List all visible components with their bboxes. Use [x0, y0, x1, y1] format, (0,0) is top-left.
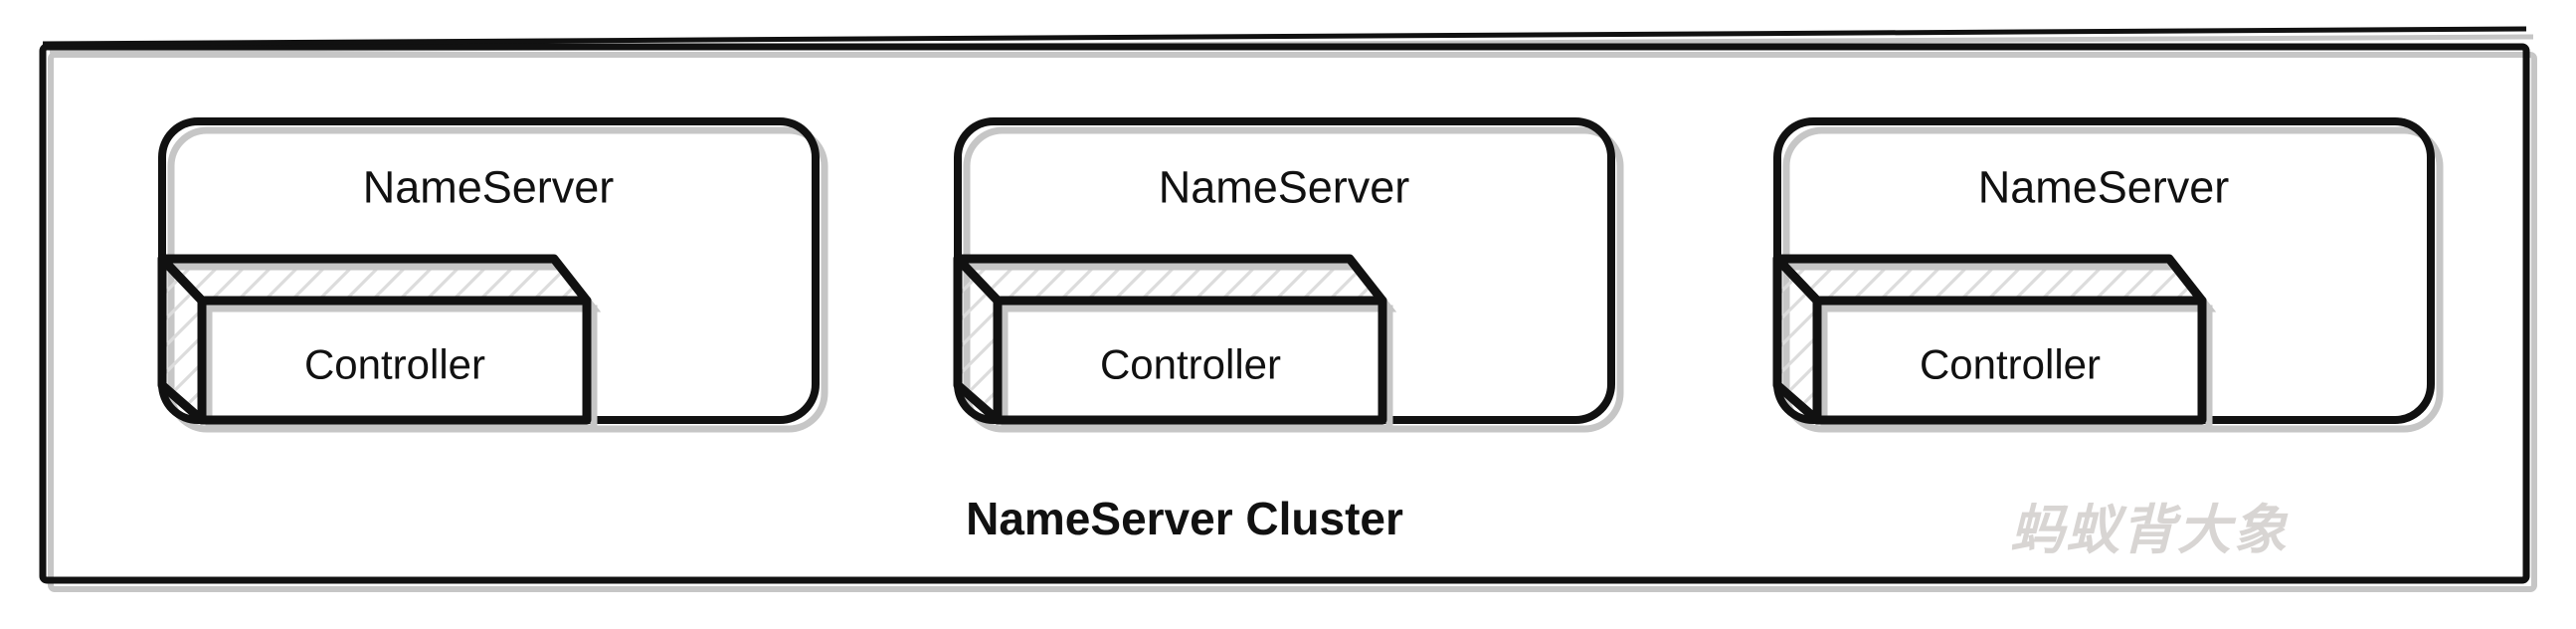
nameserver-label: NameServer [1159, 162, 1410, 213]
cluster-label: NameServer Cluster [966, 493, 1403, 544]
controller-left-face [162, 259, 202, 420]
controller-label: Controller [1100, 341, 1281, 388]
controller-front-outline [993, 296, 1387, 425]
controller-front-face [998, 301, 1382, 420]
controller-label: Controller [304, 341, 485, 388]
nameserver-label: NameServer [1978, 162, 2230, 213]
cluster-top-second-stroke [42, 26, 2527, 47]
controller-front-outline [1812, 296, 2207, 425]
controller-3d-box: Controller [953, 254, 1397, 432]
nameserver-label: NameServer [363, 162, 615, 213]
watermark: 蚂蚁背大象 [2010, 501, 2289, 560]
controller-left-face [1777, 259, 1817, 420]
nameserver-box: NameServer Controller [953, 117, 1624, 433]
cluster-container-shadow [48, 52, 2537, 592]
controller-3d-box: Controller [1772, 254, 2217, 432]
controller-left-face [958, 259, 998, 420]
controller-3d-box: Controller [157, 254, 602, 432]
controller-front-face [202, 301, 587, 420]
nameserver-box: NameServer Controller [157, 117, 828, 433]
nameserver-box: NameServer Controller [1772, 117, 2444, 433]
controller-front-face [1817, 301, 2202, 420]
controller-front-outline [197, 296, 592, 425]
cluster-container-border [39, 43, 2530, 584]
controller-label: Controller [1920, 341, 2101, 388]
